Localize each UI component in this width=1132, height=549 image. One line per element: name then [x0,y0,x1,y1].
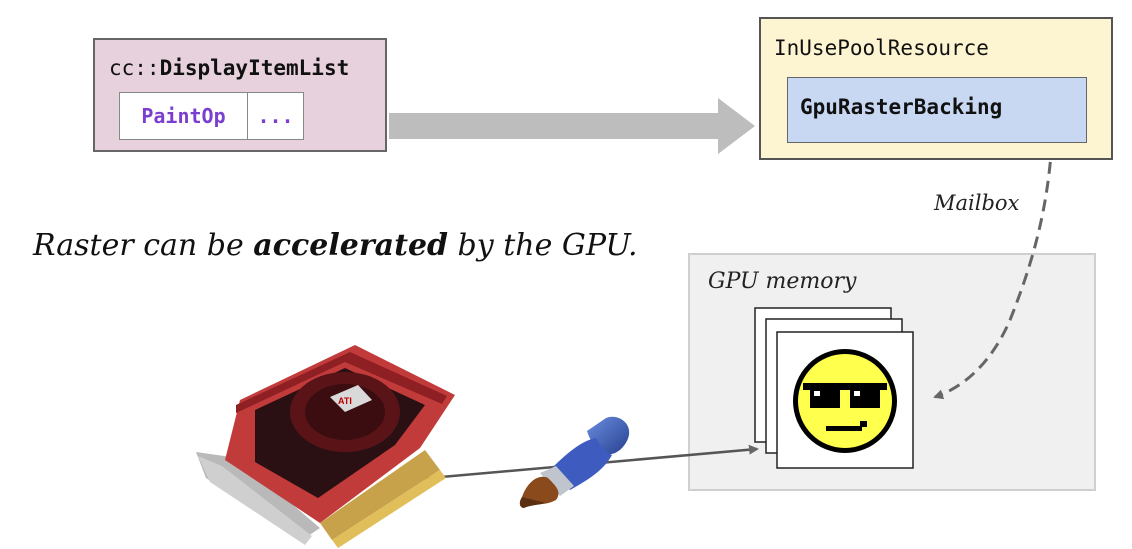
caption-start: Raster can be [33,228,254,263]
class-name: DisplayItemList [159,56,350,80]
display-item-list-title: cc::DisplayItemList [109,56,349,80]
gpu-raster-backing-label: GpuRasterBacking [800,95,1003,119]
caption: Raster can be accelerated by the GPU. [33,228,638,263]
gpu-raster-backing-box: GpuRasterBacking [787,77,1087,143]
in-use-pool-resource-box: InUsePoolResource GpuRasterBacking [759,17,1113,160]
pool-resource-title: InUsePoolResource [774,36,989,60]
sunglasses-smiley-icon [793,349,897,453]
gpu-memory-label: GPU memory [708,269,857,294]
mailbox-label: Mailbox [934,191,1020,215]
caption-end: by the GPU. [448,228,638,263]
graphics-card-icon: ATI [196,345,455,548]
display-item-list-box: cc::DisplayItemList PaintOp ... [93,38,387,152]
caption-emphasis: accelerated [253,228,449,263]
raster-flow-arrow [389,98,755,154]
more-ops-cell: ... [257,104,294,128]
paint-op-row: PaintOp ... [119,92,304,140]
paint-op-cell: PaintOp [120,93,248,139]
paintbrush-icon [519,416,630,508]
namespace-prefix: cc:: [109,56,160,80]
svg-text:ATI: ATI [338,396,352,406]
